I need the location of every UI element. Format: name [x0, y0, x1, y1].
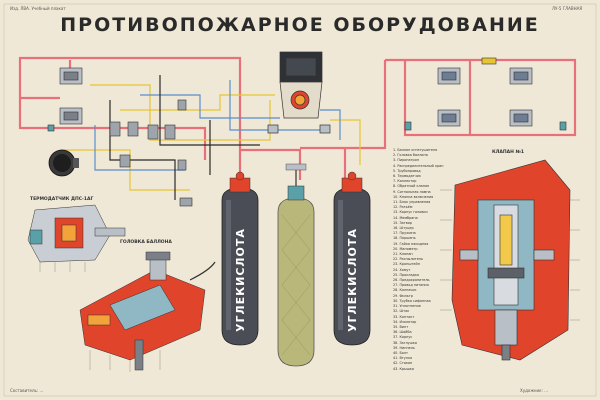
- top-right-note: ЛУ-5 ГЛАВНАЯ: [552, 6, 583, 11]
- label-squib-valve: КЛАПАН №1: [492, 150, 525, 155]
- legend-item: 5. Трубопровод: [393, 168, 421, 173]
- leader-lines: [39, 189, 580, 372]
- legend-item: 9. Сигнальная лампа: [393, 189, 431, 194]
- right-actuators: [404, 57, 567, 131]
- legend-item: 18. Поршень: [393, 236, 416, 241]
- wiring-harness: [60, 75, 361, 200]
- cylinder-left-label: УГЛЕКИСЛОТА: [234, 228, 247, 332]
- legend-item: 29. Фильтр: [393, 293, 413, 298]
- legend-item: 26. Предохранитель: [393, 278, 430, 283]
- label-head: ГОЛОВКА БАЛЛОНА: [120, 240, 172, 245]
- valve-cutaway: [451, 159, 571, 361]
- legend-item: 23. Кронштейн: [393, 262, 420, 267]
- top-left-note: Изд. ЛВА. Учебный плакат: [10, 6, 66, 11]
- legend-item: 20. Манометр: [393, 246, 418, 251]
- legend-item: 19. Гайка накидная: [393, 241, 429, 246]
- legend-item: 42. Стакан: [393, 361, 413, 366]
- legend-item: 35. Винт: [393, 324, 409, 329]
- legend-item: 7. Коллектор: [393, 179, 417, 184]
- cylinder-left: [221, 171, 259, 346]
- cylinder-right: [333, 171, 371, 346]
- sensor-cutaway: [27, 204, 126, 263]
- legend-item: 41. Втулка: [393, 356, 413, 361]
- legend-item: 37. Корпус: [393, 335, 413, 340]
- legend-item: 22. Распылитель: [393, 257, 423, 262]
- legend-item: 32. Шток: [393, 309, 410, 314]
- poster-title: ПРОТИВОПОЖАРНОЕ ОБОРУДОВАНИЕ: [60, 14, 540, 36]
- legend-item: 6. Термодатчик: [393, 174, 421, 179]
- signal-gauge: [48, 149, 79, 177]
- legend-item: 40. Болт: [393, 350, 409, 355]
- legend-item: 4. Распределительный кран: [393, 163, 444, 168]
- cylinder-right-label: УГЛЕКИСЛОТА: [346, 228, 359, 332]
- legend-item: 43. Крышка: [393, 366, 414, 371]
- pipe-network: [18, 56, 577, 180]
- legend-item: 12. Разъём: [393, 205, 413, 210]
- legend-item: 16. Штуцер: [393, 226, 414, 231]
- cylinder-middle: [277, 163, 315, 367]
- cylinders: [221, 163, 371, 367]
- legend-item: 39. Ниппель: [393, 345, 415, 350]
- legend-item: 10. Кнопка включения: [393, 194, 434, 199]
- legend-item: 8. Обратный клапан: [393, 184, 430, 189]
- legend-item: 3. Пиропатрон: [393, 158, 420, 163]
- legend-item: 17. Пружина: [393, 231, 416, 236]
- legend-item: 15. Затвор: [393, 220, 412, 225]
- legend-item: 11. Блок управления: [393, 200, 431, 205]
- footer-right: Художник: ...: [520, 388, 548, 393]
- legend-item: 21. Клапан: [393, 252, 413, 257]
- footer-left: Составитель: ...: [10, 388, 44, 393]
- label-sensor: ТЕРМОДАТЧИК ДПС-1АГ: [30, 197, 94, 202]
- legend-item: 30. Трубка сифонная: [393, 298, 431, 303]
- legend-item: 2. Головка баллона: [393, 153, 428, 158]
- legend-item: 1. Баллон огнетушителя: [393, 148, 438, 152]
- left-actuators: [47, 67, 193, 207]
- legend-item: 24. Хомут: [393, 267, 411, 272]
- legend-item: 31. Уплотнение: [393, 304, 421, 309]
- legend-item: 34. Изолятор: [393, 319, 417, 324]
- legend-item: 14. Мембрана: [393, 215, 418, 220]
- legend-item: 27. Провод питания: [393, 283, 429, 288]
- legend-item: 28. Колпачок: [393, 288, 417, 293]
- central-control-box: [267, 51, 331, 134]
- legend-item: 13. Корпус головки: [393, 210, 428, 215]
- legend-item: 38. Заглушка: [393, 340, 417, 345]
- legend-item: 33. Контакт: [393, 314, 415, 319]
- legend-item: 25. Прокладка: [393, 272, 420, 277]
- head-cutaway: [79, 251, 216, 371]
- legend-item: 36. Шайба: [393, 330, 412, 335]
